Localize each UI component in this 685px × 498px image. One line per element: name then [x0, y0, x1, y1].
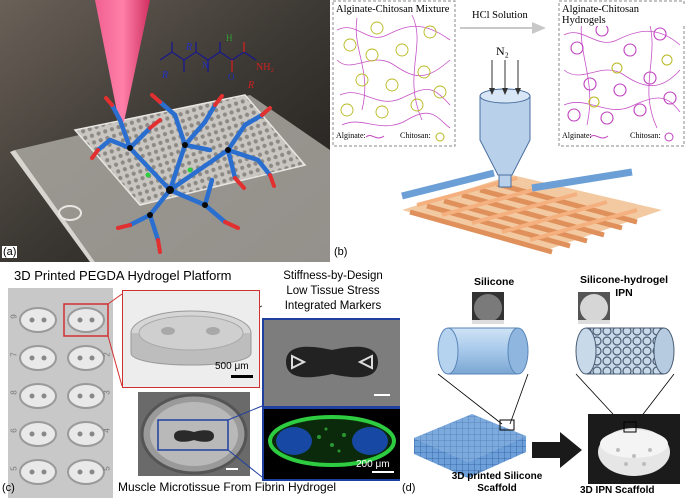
blue-connectors — [227, 405, 263, 478]
well-overview — [138, 392, 250, 476]
dendrimer-molecule — [90, 93, 276, 254]
feature-low-stress: Low Tissue Stress — [286, 285, 380, 297]
n2-label: N₂ — [496, 44, 509, 58]
scaffold-right-caption: 3D IPN Scaffold — [580, 485, 655, 496]
fluorescence-microtissue: 200 μm — [262, 407, 400, 481]
chem-h: H — [226, 33, 233, 43]
panel-d-label: (d) — [402, 482, 416, 494]
hydrogel-title: Alginate-Chitosan Hydrogels — [562, 4, 685, 26]
panel-a-label: (a) — [2, 246, 18, 258]
mixture-title: Alginate-Chitosan Mixture — [336, 4, 450, 15]
legend-alginate-right: Alginate: — [562, 131, 592, 140]
panel-b: Alginate-Chitosan Mixture HCl Solution A… — [332, 0, 685, 262]
panel-c-title: 3D Printed PEGDA Hydrogel Platform — [14, 268, 232, 283]
feature-stiffness: Stiffness-by-Design — [283, 270, 383, 282]
panel-d-diagram — [414, 292, 680, 484]
legend-alginate-left: Alginate: — [336, 131, 366, 140]
chem-r3: R — [248, 80, 255, 91]
brightfield-microtissue — [262, 318, 400, 408]
well-plate: 9 7 2 8 3 6 4 5 5 — [8, 288, 113, 498]
peptide-structure — [159, 42, 257, 72]
chem-r2: R — [186, 42, 193, 53]
print-nozzle — [479, 60, 531, 188]
scaffold-left-text: 3D printed Silicone Scaffold — [451, 471, 543, 494]
scalebar-200um: 200 μm — [356, 459, 390, 470]
chem-n: N — [202, 60, 209, 70]
legend-chitosan-right: Chitosan: — [630, 131, 661, 140]
panel-c-caption: Muscle Microtissue From Fibrin Hydrogel — [118, 480, 337, 494]
feature-markers: Integrated Markers — [284, 300, 382, 312]
panel-d: Silicone Silicone-hydrogel IPN — [402, 266, 685, 498]
pipette-tip — [95, 0, 150, 122]
hcl-arrow-label: HCl Solution — [472, 10, 528, 21]
scalebar-500um: 500 μm — [215, 361, 249, 372]
scaffold-left-caption: 3D printed Silicone Scaffold — [442, 471, 552, 495]
feature-list: Stiffness-by-Design Low Tissue Stress In… — [268, 269, 398, 314]
chem-o: O — [228, 72, 235, 82]
chem-nh2: NH₂ — [256, 62, 274, 73]
chem-r1: R — [162, 70, 169, 81]
woodpile-scaffold — [401, 168, 662, 255]
panel-b-diagram — [332, 0, 685, 255]
panel-a: R R R N O NH₂ H (a) — [0, 0, 330, 262]
panel-b-label: (b) — [334, 246, 348, 258]
panel-a-photo — [0, 0, 330, 262]
silicone-title: Silicone — [474, 276, 515, 288]
zoomed-well: 500 μm — [122, 290, 260, 388]
silicone-ipn-title-text: Silicone-hydrogel IPN — [579, 274, 669, 299]
panel-c: 3D Printed PEGDA Hydrogel Platform 9 7 2… — [0, 266, 400, 498]
legend-chitosan-left: Chitosan: — [400, 131, 431, 140]
silicone-ipn-title: Silicone-hydrogel IPN — [574, 274, 674, 300]
panel-c-label: (c) — [2, 482, 15, 494]
